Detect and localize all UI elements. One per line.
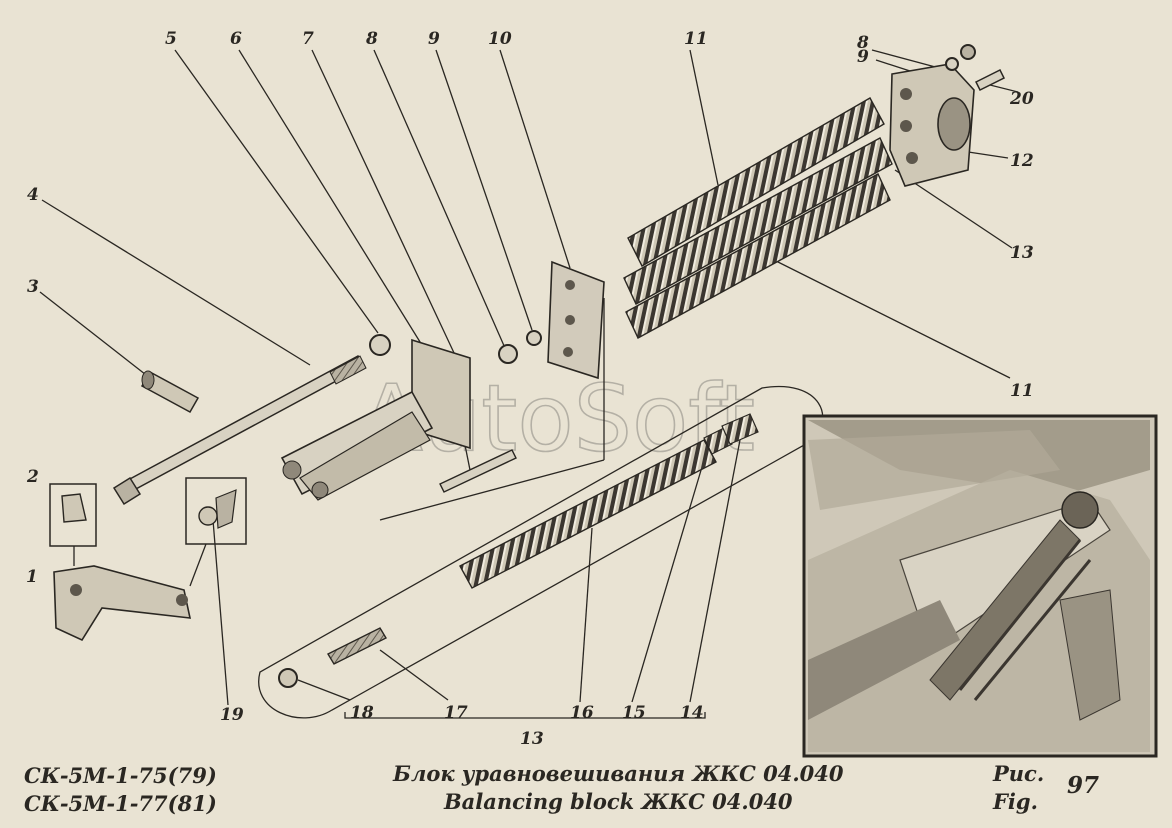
callout-9: 9 xyxy=(428,29,440,49)
callout-5: 5 xyxy=(165,29,177,49)
callout-19: 19 xyxy=(220,705,244,725)
callout-12: 12 xyxy=(1010,151,1034,171)
part-6-bracket xyxy=(280,338,471,501)
callout-10: 10 xyxy=(488,29,512,49)
callout-numbers: 1 2 3 4 5 6 7 8 9 10 11 8 9 20 12 13 11 … xyxy=(26,29,1034,749)
part-9-top-washer xyxy=(945,57,959,71)
callout-15: 15 xyxy=(622,703,646,723)
callout-18: 18 xyxy=(350,703,374,723)
figure-label: Рис. Fig. xyxy=(993,760,1044,816)
callout-1: 1 xyxy=(26,567,38,587)
part-4-long-bolt xyxy=(112,354,367,506)
part-13-spring-assembly xyxy=(258,385,824,719)
part-7-pin xyxy=(439,449,517,493)
part-16-spring xyxy=(459,439,717,589)
part-9-washer xyxy=(526,330,542,346)
model-code-2: СК-5М-1-77(81) xyxy=(24,791,217,816)
part-8-nut xyxy=(498,344,518,364)
part-5-washer xyxy=(369,334,391,356)
part-20-bolt xyxy=(974,68,1006,92)
model-codes: СК-5М-1-75(79) СК-5М-1-77(81) xyxy=(24,762,217,818)
callout-16: 16 xyxy=(570,703,594,723)
part-10-plate xyxy=(547,260,605,380)
part-17-stud xyxy=(327,627,387,665)
title-english: Balancing block ЖКС 04.040 xyxy=(443,789,793,814)
callout-8-top: 8 xyxy=(856,33,869,53)
installation-photo-inset xyxy=(802,414,1158,758)
callout-4: 4 xyxy=(27,185,39,205)
fig-label-russian: Рис. xyxy=(993,761,1045,786)
figure-number: 97 xyxy=(1067,772,1100,799)
callout-11-bottom: 11 xyxy=(1010,381,1034,401)
part-12-top-bracket xyxy=(889,63,975,187)
part-19-inset xyxy=(185,477,247,587)
callout-3: 3 xyxy=(27,277,39,297)
part-8-top-nut xyxy=(960,44,976,60)
callout-20: 20 xyxy=(1009,89,1034,109)
callout-13-bottom: 13 xyxy=(520,729,544,749)
callout-14: 14 xyxy=(680,703,704,723)
callout-17: 17 xyxy=(444,703,468,723)
callout-2: 2 xyxy=(26,467,39,487)
part-15-spring-cap xyxy=(703,427,733,455)
part-18-nut xyxy=(278,668,298,688)
part-3-sleeve xyxy=(140,370,200,414)
callout-9-top: 9 xyxy=(857,47,869,67)
title-russian: Блок уравновешивания ЖКС 04.040 xyxy=(393,761,844,786)
callout-8: 8 xyxy=(365,29,378,49)
model-code-1: СК-5М-1-75(79) xyxy=(24,763,217,788)
part-2-inset xyxy=(49,483,97,566)
part-14-spring-end xyxy=(721,413,759,445)
part-1-lever xyxy=(53,565,192,642)
figure-title: Блок уравновешивания ЖКС 04.040 Balancin… xyxy=(393,760,844,816)
callout-11-top: 11 xyxy=(684,29,708,49)
callout-13-top: 13 xyxy=(1010,243,1034,263)
callout-6: 6 xyxy=(230,29,242,49)
callout-7: 7 xyxy=(302,29,314,49)
fig-label-english: Fig. xyxy=(993,789,1038,814)
part-11-springs xyxy=(623,97,893,339)
